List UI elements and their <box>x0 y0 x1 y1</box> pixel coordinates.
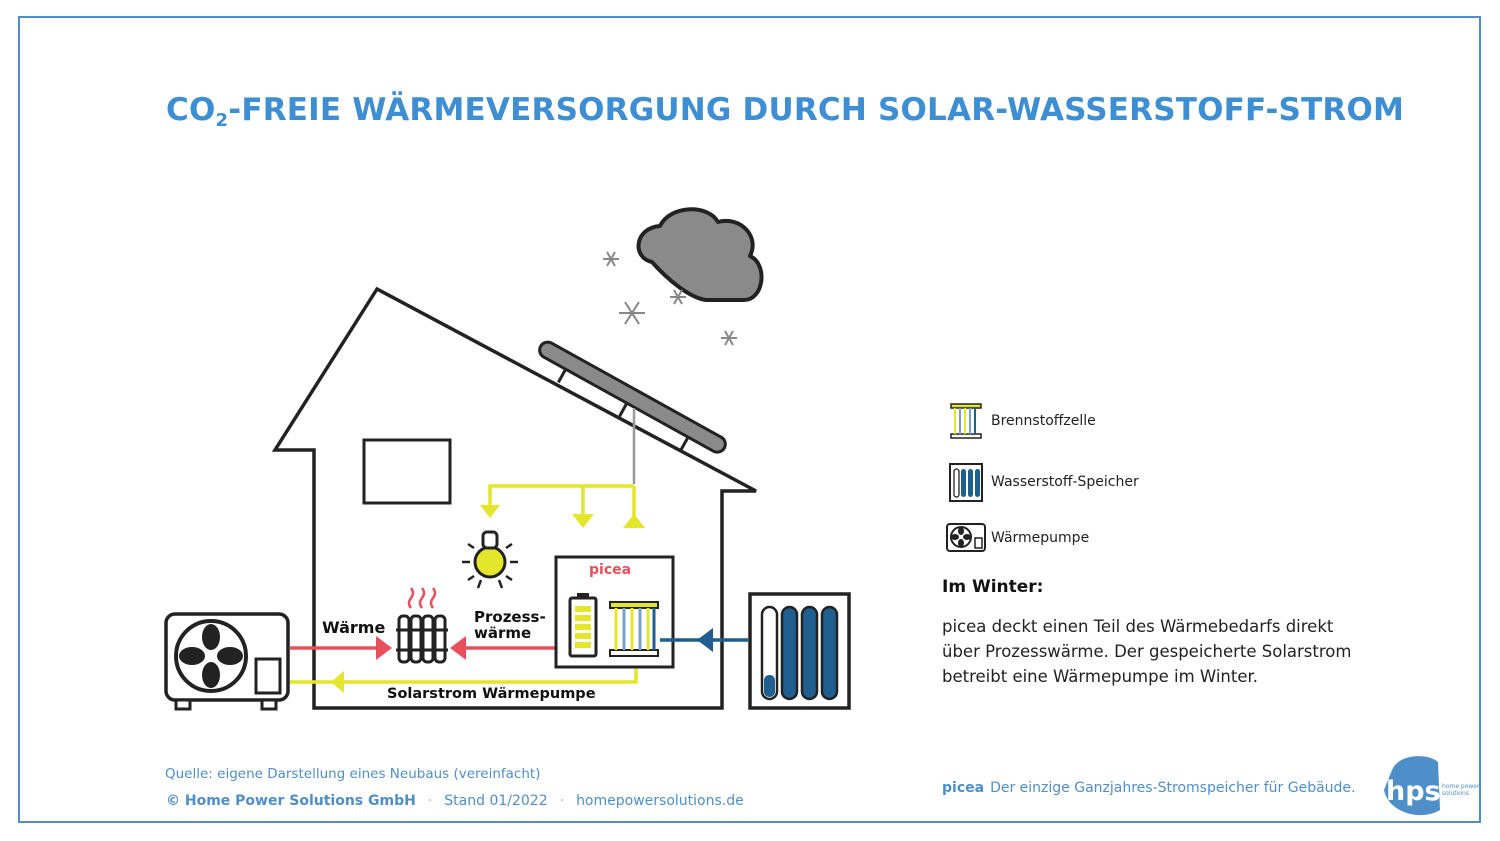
hps-logo: hps <box>1384 756 1441 816</box>
legend-label-heat-pump: Wärmepumpe <box>991 530 1090 546</box>
page-frame <box>18 16 1481 823</box>
legend-fuel-cell-icon <box>950 403 982 439</box>
tagline: picea Der einzige Ganzjahres-Stromspeiche… <box>942 780 1355 796</box>
tagline-text: Der einzige Ganzjahres-Stromspeicher für… <box>990 780 1356 796</box>
legend-label-fuel-cell: Brennstoffzelle <box>991 413 1096 429</box>
arrow-down-picea <box>572 514 594 528</box>
solar-panel <box>538 340 727 454</box>
arrow-up-picea <box>623 514 645 528</box>
hydrogen-storage-unit <box>748 592 851 710</box>
footer-website[interactable]: homepowersolutions.de <box>576 793 744 809</box>
tagline-brand: picea <box>942 780 985 796</box>
snowflake-icon <box>670 289 686 305</box>
footer-company: © Home Power Solutions GmbH <box>166 793 416 809</box>
heat-waves-icon <box>407 587 437 609</box>
label-prozesswaerme: Prozess-wärme <box>474 608 546 642</box>
light-bulb-icon <box>462 530 518 589</box>
snowflake-icon <box>603 251 619 267</box>
arrow-left-solarstrom <box>331 671 344 693</box>
fan-icon <box>179 624 243 688</box>
winter-description: picea deckt einen Teil des Wärmebedarfs … <box>942 617 1352 686</box>
legend-hydrogen-storage-icon <box>949 463 983 502</box>
source-note: Quelle: eigene Darstellung eines Neubaus… <box>165 766 541 782</box>
legend-heat-pump-icon <box>946 523 986 552</box>
fuel-cell-icon <box>609 601 659 657</box>
radiator-icon <box>396 614 448 664</box>
footer: © Home Power Solutions GmbH·Stand 01/202… <box>166 793 744 809</box>
logo-subtext: home power solutions <box>1442 783 1480 797</box>
svg-text:hps: hps <box>1386 776 1441 807</box>
house-outline <box>271 286 757 710</box>
label-waerme: Wärme <box>322 618 386 637</box>
arrow-left-hydrogen <box>697 628 713 652</box>
picea-logo-label: picea <box>589 562 632 578</box>
legend-label-hydrogen-storage: Wasserstoff-Speicher <box>991 474 1139 490</box>
winter-heading: Im Winter: <box>942 577 1044 597</box>
page-title: CO2-FREIE WÄRMEVERSORGUNG DURCH SOLAR-WA… <box>166 92 1405 131</box>
snowflake-icon <box>619 301 645 325</box>
arrow-right-waerme <box>376 636 392 660</box>
heat-pump-unit <box>164 612 290 711</box>
arrow-left-prozesswaerme <box>450 636 466 660</box>
snowflake-icon <box>721 330 737 346</box>
battery-icon <box>568 593 598 658</box>
label-solarstrom-waermepumpe: Solarstrom Wärmepumpe <box>387 686 596 702</box>
footer-date: Stand 01/2022 <box>444 793 548 809</box>
arrow-down-lamp <box>480 505 500 518</box>
cloud-icon <box>636 207 764 302</box>
house-window <box>362 438 452 505</box>
